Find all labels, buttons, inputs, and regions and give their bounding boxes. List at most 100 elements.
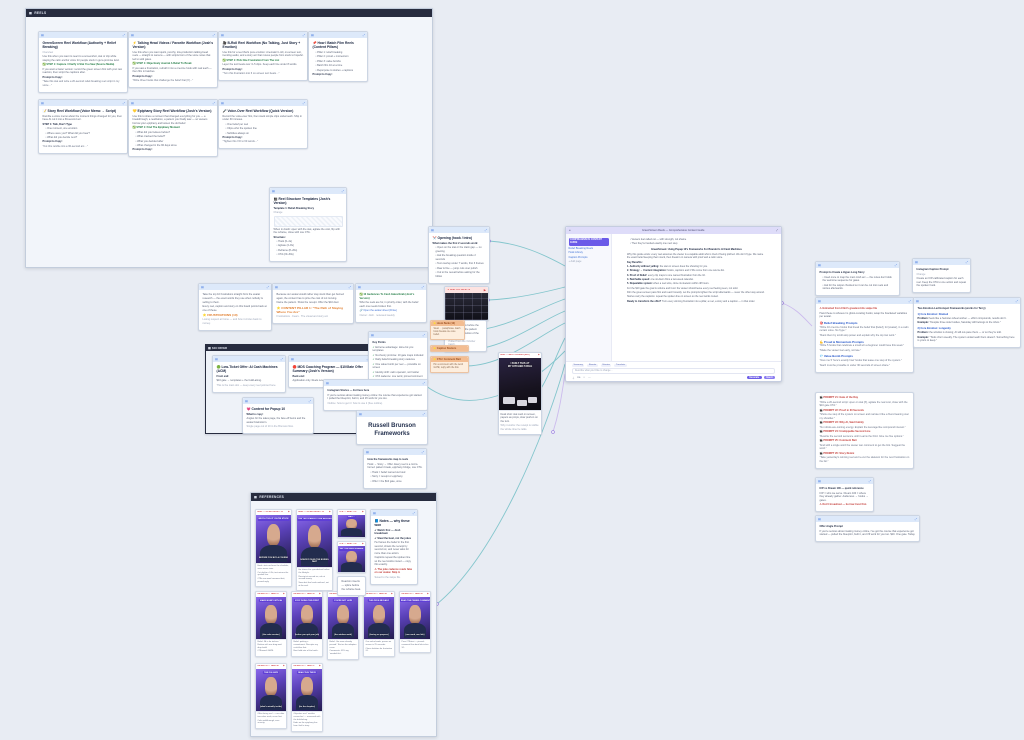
video-thumbnail[interactable]: MAKE MONEY WITH AI(the calm version) [256, 596, 286, 639]
reference-notes-card[interactable]: ▤⤢ 📘 Notes — why these won✔ Watch first … [370, 509, 418, 585]
reference-video-card[interactable]: REEL — BEST OPENING (REF) ▶ I BUILT THIS… [498, 352, 542, 435]
expand-icon[interactable]: ⤢ [484, 228, 487, 232]
workflow-card-voiceover[interactable]: ▤⤢ 🎤 Voice-Over Reel Workflow (Quick Ver… [218, 99, 308, 150]
toolbar-icon[interactable]: ⋯ [587, 375, 591, 379]
expand-icon[interactable]: ⤢ [302, 101, 305, 105]
expand-icon[interactable]: ⤢ [914, 517, 917, 521]
reels-frame[interactable]: ▦ REELS ▤⤢ GreenScreen Reel Workflow (Au… [25, 8, 433, 268]
expand-icon[interactable]: ⤢ [122, 33, 125, 37]
video-card[interactable]: CLIP — REACT 02▶SAY THE REAL NUMBER [337, 540, 366, 573]
group-header[interactable]: ▦ $10 OFFER [206, 345, 404, 351]
expand-icon[interactable]: ⤢ [266, 285, 269, 289]
action-chip[interactable]: Rewrite [587, 363, 598, 367]
expand-icon[interactable]: ⤢ [122, 101, 125, 105]
action-chip[interactable]: Summary [572, 363, 585, 367]
clip-grid-thumbnail[interactable] [445, 293, 488, 320]
expand-icon[interactable]: ⤢ [412, 511, 415, 515]
audiences-card[interactable]: ▤⤢ ✅ 10 Audiences To Cash Gates/Grab (Jo… [355, 283, 427, 323]
video-card[interactable]: REEL — GS AUTHORITY 01▶WATCH THIS IF YOU… [255, 509, 292, 588]
action-chip[interactable]: Shorten [600, 363, 612, 367]
caption-starters-card[interactable]: ⭐ Caption Starters [430, 345, 469, 352]
text-link[interactable]: 🔗 Open the avatar sheet (Drive) [359, 309, 397, 313]
video-card[interactable]: GS BATCH — TAKE 07▶READ THIS TWICE(for t… [291, 663, 323, 732]
content-pillar-card[interactable]: ▤⤢ Because our avatar would rather stay … [272, 283, 354, 325]
workflow-card-pillars[interactable]: ▤⤢ 📌 How I Batch Film Reels (Content Pil… [308, 31, 368, 82]
frame-header[interactable]: ▦ REELS [26, 9, 432, 17]
clip-grid-card[interactable]: 🔺 REEL CLIP SELECTS▶ [444, 286, 489, 321]
hook-bank-card[interactable]: ⭐ Hook Bank (10) Steal → paraphrase. Eac… [430, 320, 465, 341]
cta-bait-card[interactable]: ⭐ CTA / Comment Bait Pin a comment with … [430, 356, 469, 374]
expand-icon[interactable]: ⤢ [894, 263, 897, 267]
references-frame[interactable]: ▦ REFERENCES REEL — GS AUTHORITY 01▶WATC… [250, 492, 437, 737]
video-card[interactable]: GS BATCH — TAKE 02▶STOP DOING THIS FIRST… [291, 591, 323, 657]
workflow-card-epiphany[interactable]: ▤⤢ 💛 Epiphany Story Reel Workflow (Josh'… [128, 99, 218, 158]
expand-icon[interactable]: ⤢ [308, 399, 311, 403]
video-card[interactable]: CLIP — REACT 01▶WAIT… [337, 509, 366, 538]
video-thumbnail[interactable]: READ THE PINNED COMMENT(one word, one li… [400, 596, 430, 639]
key-points-card[interactable]: ▤⤢ Key PointsExtreme advantage: done-for… [368, 331, 428, 385]
text-link[interactable]: Caption Prompts [568, 255, 588, 259]
expand-icon[interactable]: ⤢ [422, 412, 425, 416]
workflow-card-broll[interactable]: ▤⤢ 🎥 B-Roll Reel Workflow (No Talking, J… [218, 31, 308, 82]
emotion-frameworks-card[interactable]: ▤⤢ Two Emotion-Led Hotspot Frameworks (w… [913, 297, 1021, 349]
frame-header[interactable]: ▦ REFERENCES [251, 493, 436, 501]
frustrations-card[interactable]: ▤⤢ Take the top 10 frustrations straight… [198, 283, 272, 331]
ai-button[interactable]: Insert [763, 375, 775, 380]
menu-icon[interactable]: ≡ [569, 229, 571, 232]
ai-button[interactable]: Generate [746, 375, 762, 380]
video-card[interactable]: GS BATCH — TAKE 04▶THIS PAYS ME DAILY(bo… [363, 591, 395, 657]
workflow-card-voice-memo[interactable]: ▤⤢ 📝 Story Reel Workflow (Voice Memo → S… [38, 99, 128, 154]
video-thumbnail[interactable]: STOP DOING THIS FIRST(before you quit yo… [292, 596, 322, 639]
ai-input[interactable]: Describe what you'd like to change… [572, 368, 775, 374]
expand-icon[interactable]: ⤢ [362, 33, 365, 37]
video-card[interactable]: GS BATCH — TAKE 01▶MAKE MONEY WITH AI(th… [255, 591, 287, 657]
expand-icon[interactable]: ⤢ [367, 357, 369, 361]
expand-icon[interactable]: ⤢ [868, 479, 871, 483]
expand-icon[interactable]: ⤢ [212, 101, 215, 105]
text-link[interactable]: Relief Breaking Reels [568, 246, 594, 250]
video-thumbnail[interactable]: THIS PAYS ME DAILY(boring on purpose) [364, 596, 394, 639]
workflow-card-talking-head[interactable]: ▤⤢ ⚡ Talking Head Videos / Favorite Work… [128, 31, 218, 89]
document-card[interactable]: ≡ GreenScreen Reels — Comprehensive Cont… [565, 226, 782, 382]
opening-hook-card[interactable]: ▤⤢ ✂️ Opening (hook / intro)What makes t… [428, 226, 490, 284]
video-card[interactable]: GS BATCH — TAKE 06▶THE $10 GATE(what's a… [255, 663, 287, 729]
video-thumbnail[interactable]: YOU'RE NOT LATE(the window math) [328, 596, 358, 639]
hook-prompts-card[interactable]: ▤⤢ ⚠ Extracted from Clint's greatest-hit… [815, 297, 914, 373]
expand-icon[interactable]: ⤢ [422, 333, 425, 337]
expand-icon[interactable]: ⤢ [302, 33, 305, 37]
expand-icon[interactable]: ⤢ [212, 33, 215, 37]
video-thumbnail[interactable]: SAY THE REAL NUMBER [338, 546, 365, 572]
text-link[interactable]: Hook Library [568, 251, 583, 255]
long-story-prompt-card[interactable]: ▤⤢ Prompt to Create a Hyper-Long StoryUs… [815, 261, 900, 297]
expand-icon[interactable]: ⤢ [280, 357, 283, 361]
prompt-list-card[interactable]: 🎬 PROMPT #1: Gate of the Day"Write a 20-… [815, 392, 914, 469]
expand-icon[interactable]: ⤢ [775, 229, 778, 232]
action-chip[interactable]: Translate [614, 363, 627, 367]
expand-icon[interactable]: ⤢ [341, 189, 344, 193]
toolbar-icon[interactable]: ☺ [582, 375, 586, 379]
toolbar-icon[interactable]: Aa [577, 375, 581, 379]
video-card[interactable]: GS BATCH — TAKE 03▶YOU'RE NOT LATE(the w… [327, 591, 359, 660]
expand-icon[interactable]: ⤢ [421, 285, 424, 289]
video-thumbnail[interactable]: READ THIS TWICE(for the skeptics) [292, 668, 322, 711]
workflow-card-greenscreen[interactable]: ▤⤢ GreenScreen Reel Workflow (Authority … [38, 31, 128, 93]
video-card[interactable]: GS BATCH — TAKE 05▶READ THE PINNED COMME… [399, 591, 431, 653]
video-thumbnail[interactable]: THE $10 GATE(what's actually inside) [256, 668, 286, 711]
templates-card[interactable]: ▤⤢ 🎬 Reel Structure Templates (Josh's Ve… [269, 187, 347, 263]
toolbar-icon[interactable]: ＋ [572, 376, 575, 380]
expand-icon[interactable]: ⤢ [965, 260, 968, 264]
expand-icon[interactable]: ⤢ [421, 450, 424, 454]
expand-icon[interactable]: ⤢ [348, 285, 351, 289]
brunson-frameworks-card[interactable]: ▤⤢ Russell Brunson Frameworks [356, 410, 428, 445]
low-ticket-offer-card[interactable]: ▤⤢ 🟢 Low-Ticket Offer: AI Cash Machines … [212, 355, 286, 393]
